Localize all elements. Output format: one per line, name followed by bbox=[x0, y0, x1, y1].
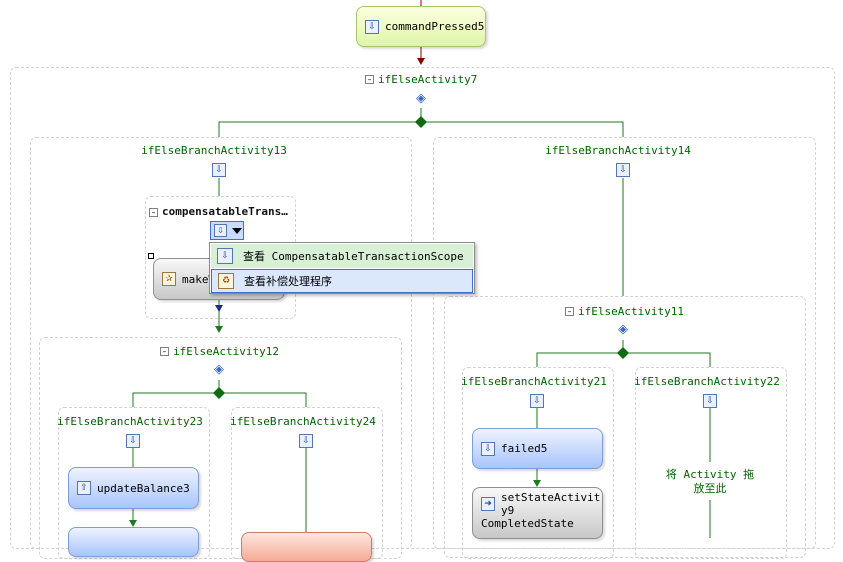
scope-view-icon: ⇩ bbox=[214, 224, 227, 237]
set-state-line-2: y9 bbox=[501, 504, 515, 517]
next-activity-partial[interactable] bbox=[68, 527, 199, 557]
if-else-branch-24-label: ifElseBranchActivity24 bbox=[230, 415, 376, 428]
branch-icon: ⇩ bbox=[703, 394, 717, 408]
if-else-branch-22-label: ifElseBranchActivity22 bbox=[634, 375, 780, 388]
command-pressed-label: commandPressed5 bbox=[385, 20, 485, 33]
set-state-icon: ➜ bbox=[481, 497, 495, 511]
if-else-activity-11-label: ifElseActivity11 bbox=[578, 305, 684, 318]
branch-icon: ⇩ bbox=[530, 394, 544, 408]
set-state-line-1: setStateActivit bbox=[501, 491, 601, 504]
compensatable-scope-label: compensatableTrans… bbox=[162, 205, 288, 218]
call-external-method-icon: ⇧ bbox=[77, 481, 91, 495]
failed-label: failed5 bbox=[501, 442, 548, 455]
branch-icon: ⇩ bbox=[126, 434, 140, 448]
compensation-handler-icon: ♻ bbox=[218, 273, 234, 289]
update-balance-label: updateBalance3 bbox=[97, 481, 190, 495]
set-state-text: setStateActivit y9 CompletedState bbox=[481, 491, 601, 530]
if-else-branch-14-label: ifElseBranchActivity14 bbox=[545, 144, 691, 157]
set-state-activity[interactable]: ➜ setStateActivit y9 CompletedState bbox=[472, 487, 603, 539]
collapse-icon[interactable]: – bbox=[565, 307, 574, 316]
chevron-down-icon bbox=[232, 227, 242, 234]
scope-view-menu: ⇩ 查看 CompensatableTransactionScope ♻ 查看补… bbox=[209, 242, 475, 294]
collapse-icon[interactable]: – bbox=[149, 208, 158, 217]
menu-item-view-handler-label: 查看补偿处理程序 bbox=[244, 275, 332, 288]
menu-item-view-scope-label: 查看 CompensatableTransactionScope bbox=[243, 250, 464, 263]
menu-item-view-handler[interactable]: ♻ 查看补偿处理程序 bbox=[211, 269, 473, 293]
command-pressed-activity[interactable]: ⇩ commandPressed5 bbox=[356, 6, 486, 47]
collapse-icon[interactable]: – bbox=[365, 75, 374, 84]
if-else-branch-23-label: ifElseBranchActivity23 bbox=[57, 415, 203, 428]
fault-activity-partial[interactable] bbox=[241, 532, 372, 562]
failed-activity[interactable]: ⇩ failed5 bbox=[472, 428, 603, 469]
if-else-icon: ◈ bbox=[618, 322, 628, 337]
if-else-branch-13-label: ifElseBranchActivity13 bbox=[141, 144, 287, 157]
drop-hint-line-2: 放至此 bbox=[693, 482, 727, 495]
if-else-activity-12-label: ifElseActivity12 bbox=[173, 345, 279, 358]
branch-icon: ⇩ bbox=[212, 163, 226, 177]
if-else-icon: ◈ bbox=[416, 91, 426, 106]
branch-icon: ⇩ bbox=[299, 434, 313, 448]
if-else-icon: ◈ bbox=[214, 362, 224, 377]
handle-external-event-icon: ⇩ bbox=[481, 441, 495, 456]
update-balance-activity[interactable]: ⇧ updateBalance3 bbox=[68, 467, 199, 509]
if-else-activity-7-label: ifElseActivity7 bbox=[378, 73, 478, 86]
selection-handle bbox=[148, 253, 154, 259]
scope-view-dropdown-button[interactable]: ⇩ bbox=[210, 221, 244, 240]
drop-hint-line-1: 将 Activity 拖 bbox=[665, 468, 755, 481]
scope-view-icon: ⇩ bbox=[217, 248, 233, 264]
menu-item-view-scope[interactable]: ⇩ 查看 CompensatableTransactionScope bbox=[211, 244, 473, 268]
make-w-label: makeW bbox=[182, 272, 216, 286]
script-icon: ✰ bbox=[162, 272, 176, 286]
handle-external-event-icon: ⇩ bbox=[365, 19, 379, 34]
branch-icon: ⇩ bbox=[616, 163, 630, 177]
set-state-line-3: CompletedState bbox=[481, 517, 574, 530]
connector-layer bbox=[129, 0, 711, 538]
drop-activity-hint: 将 Activity 拖 放至此 bbox=[645, 468, 775, 496]
if-else-branch-21-label: ifElseBranchActivity21 bbox=[461, 375, 607, 388]
collapse-icon[interactable]: – bbox=[160, 347, 169, 356]
